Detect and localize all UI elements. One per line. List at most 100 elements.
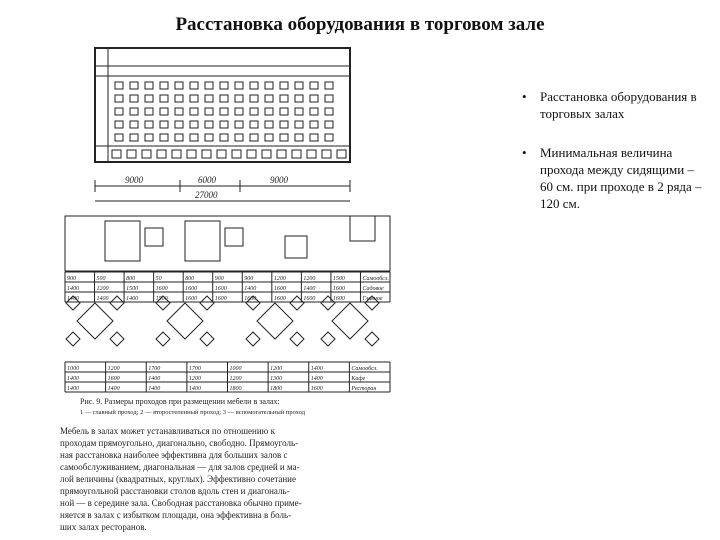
plan-table	[201, 149, 212, 159]
table-cell: 1600	[274, 286, 286, 292]
plan-table	[174, 133, 184, 142]
bullet-list: •Расстановка оборудования в торговых зал…	[520, 88, 705, 234]
plan-table	[249, 81, 259, 90]
table-cell: 1600	[108, 376, 120, 382]
svg-text:самообслуживанием, диагональна: самообслуживанием, диагональная — для за…	[60, 462, 300, 472]
plan-table	[249, 133, 259, 142]
plan-table	[204, 107, 214, 116]
plan-table	[189, 107, 199, 116]
plan-table	[204, 133, 214, 142]
diagonal-chair	[245, 295, 261, 311]
table-cell: 1600	[185, 296, 197, 302]
plan-table	[114, 107, 124, 116]
plan-table	[114, 133, 124, 142]
plan-table	[324, 94, 334, 103]
table-cell: Самообсл.	[351, 365, 378, 372]
plan-table	[324, 107, 334, 116]
table-cell: 500	[97, 276, 106, 282]
table-cell: 1400	[67, 375, 79, 382]
plan-table	[264, 107, 274, 116]
bullet-item: •Минимальная величина прохода между сидя…	[522, 145, 702, 211]
table-cell: 1800	[230, 386, 242, 392]
plan-table	[189, 94, 199, 103]
plan-table	[264, 81, 274, 90]
plan-table	[174, 120, 184, 129]
table-cell: 1400	[67, 285, 79, 292]
plan-table	[126, 149, 137, 159]
dim-total: 27000	[195, 190, 218, 200]
plan-table	[279, 81, 289, 90]
diagonal-chair	[155, 331, 171, 347]
plan-table	[159, 94, 169, 103]
table-cell: 1400	[148, 375, 160, 382]
diagonal-chair	[364, 295, 380, 311]
table-cell: 1200	[274, 276, 286, 282]
plan-table	[204, 81, 214, 90]
diagonal-chair	[155, 295, 171, 311]
figure-caption: Рис. 9. Размеры проходов при размещении …	[80, 397, 280, 406]
plan-table	[291, 149, 302, 159]
body-text: Мебель в залах может устанавливаться по …	[60, 426, 302, 532]
diagonal-table	[256, 302, 294, 340]
plan-table	[204, 120, 214, 129]
plan-table	[219, 120, 229, 129]
table-cell: 1600	[311, 386, 323, 392]
plan-table	[159, 120, 169, 129]
plan-table	[204, 94, 214, 103]
table-cell: Ресторан	[350, 386, 376, 392]
diagonal-chair	[320, 295, 336, 311]
plan-table	[294, 133, 304, 142]
diagonal-table	[76, 302, 114, 340]
table-cell: Самообсл.	[362, 275, 389, 282]
table-cell: 1600	[333, 296, 345, 302]
plan-table	[129, 133, 139, 142]
table-cell: 1400	[97, 295, 109, 302]
plan-table	[336, 149, 347, 159]
plan-table	[249, 120, 259, 129]
plan-table	[294, 81, 304, 90]
plan-table	[279, 107, 289, 116]
table-cell: 900	[67, 276, 76, 282]
table-cell: 1200	[230, 376, 242, 382]
diagonal-chair	[65, 331, 81, 347]
svg-text:ная расстановка наиболее эффек: ная расстановка наиболее эффективна для …	[60, 450, 287, 460]
plan-table	[306, 149, 317, 159]
svg-text:ной — в середине зала. Свободн: ной — в середине зала. Свободная расстан…	[60, 498, 302, 508]
dim-1: 9000	[125, 175, 144, 185]
table-cell: 1200	[108, 366, 120, 372]
table-cell: 1600	[333, 286, 345, 292]
plan-table	[279, 133, 289, 142]
table-cell: 1600	[185, 286, 197, 292]
plan-table	[129, 107, 139, 116]
plan-table	[189, 81, 199, 90]
plan-table	[324, 81, 334, 90]
plan-table	[219, 133, 229, 142]
diagonal-chair	[109, 295, 125, 311]
plan-table	[309, 107, 319, 116]
plan-table	[321, 149, 332, 159]
plan-table	[129, 94, 139, 103]
slide-title: Расстановка оборудования в торговом зале	[175, 14, 545, 35]
layout-diagram-top	[64, 215, 391, 272]
plan-table	[129, 120, 139, 129]
table-cell: Главное	[361, 296, 382, 302]
table-cell: 1400	[126, 295, 138, 302]
table-cell: 1600	[156, 286, 168, 292]
plan-table	[189, 120, 199, 129]
plan-table	[309, 120, 319, 129]
table-cell: 1400	[67, 385, 79, 392]
table-cell: 900	[244, 276, 253, 282]
table-cell: 1600	[215, 286, 227, 292]
svg-text:ших залах ресторанов.: ших залах ресторанов.	[60, 522, 147, 532]
plan-table	[174, 107, 184, 116]
plan-table	[324, 120, 334, 129]
plan-table	[234, 133, 244, 142]
plan-table	[219, 81, 229, 90]
diagonal-chair	[199, 295, 215, 311]
diagonal-chair	[65, 295, 81, 311]
plan-table	[144, 107, 154, 116]
plan-table	[234, 81, 244, 90]
plan-table	[246, 149, 257, 159]
